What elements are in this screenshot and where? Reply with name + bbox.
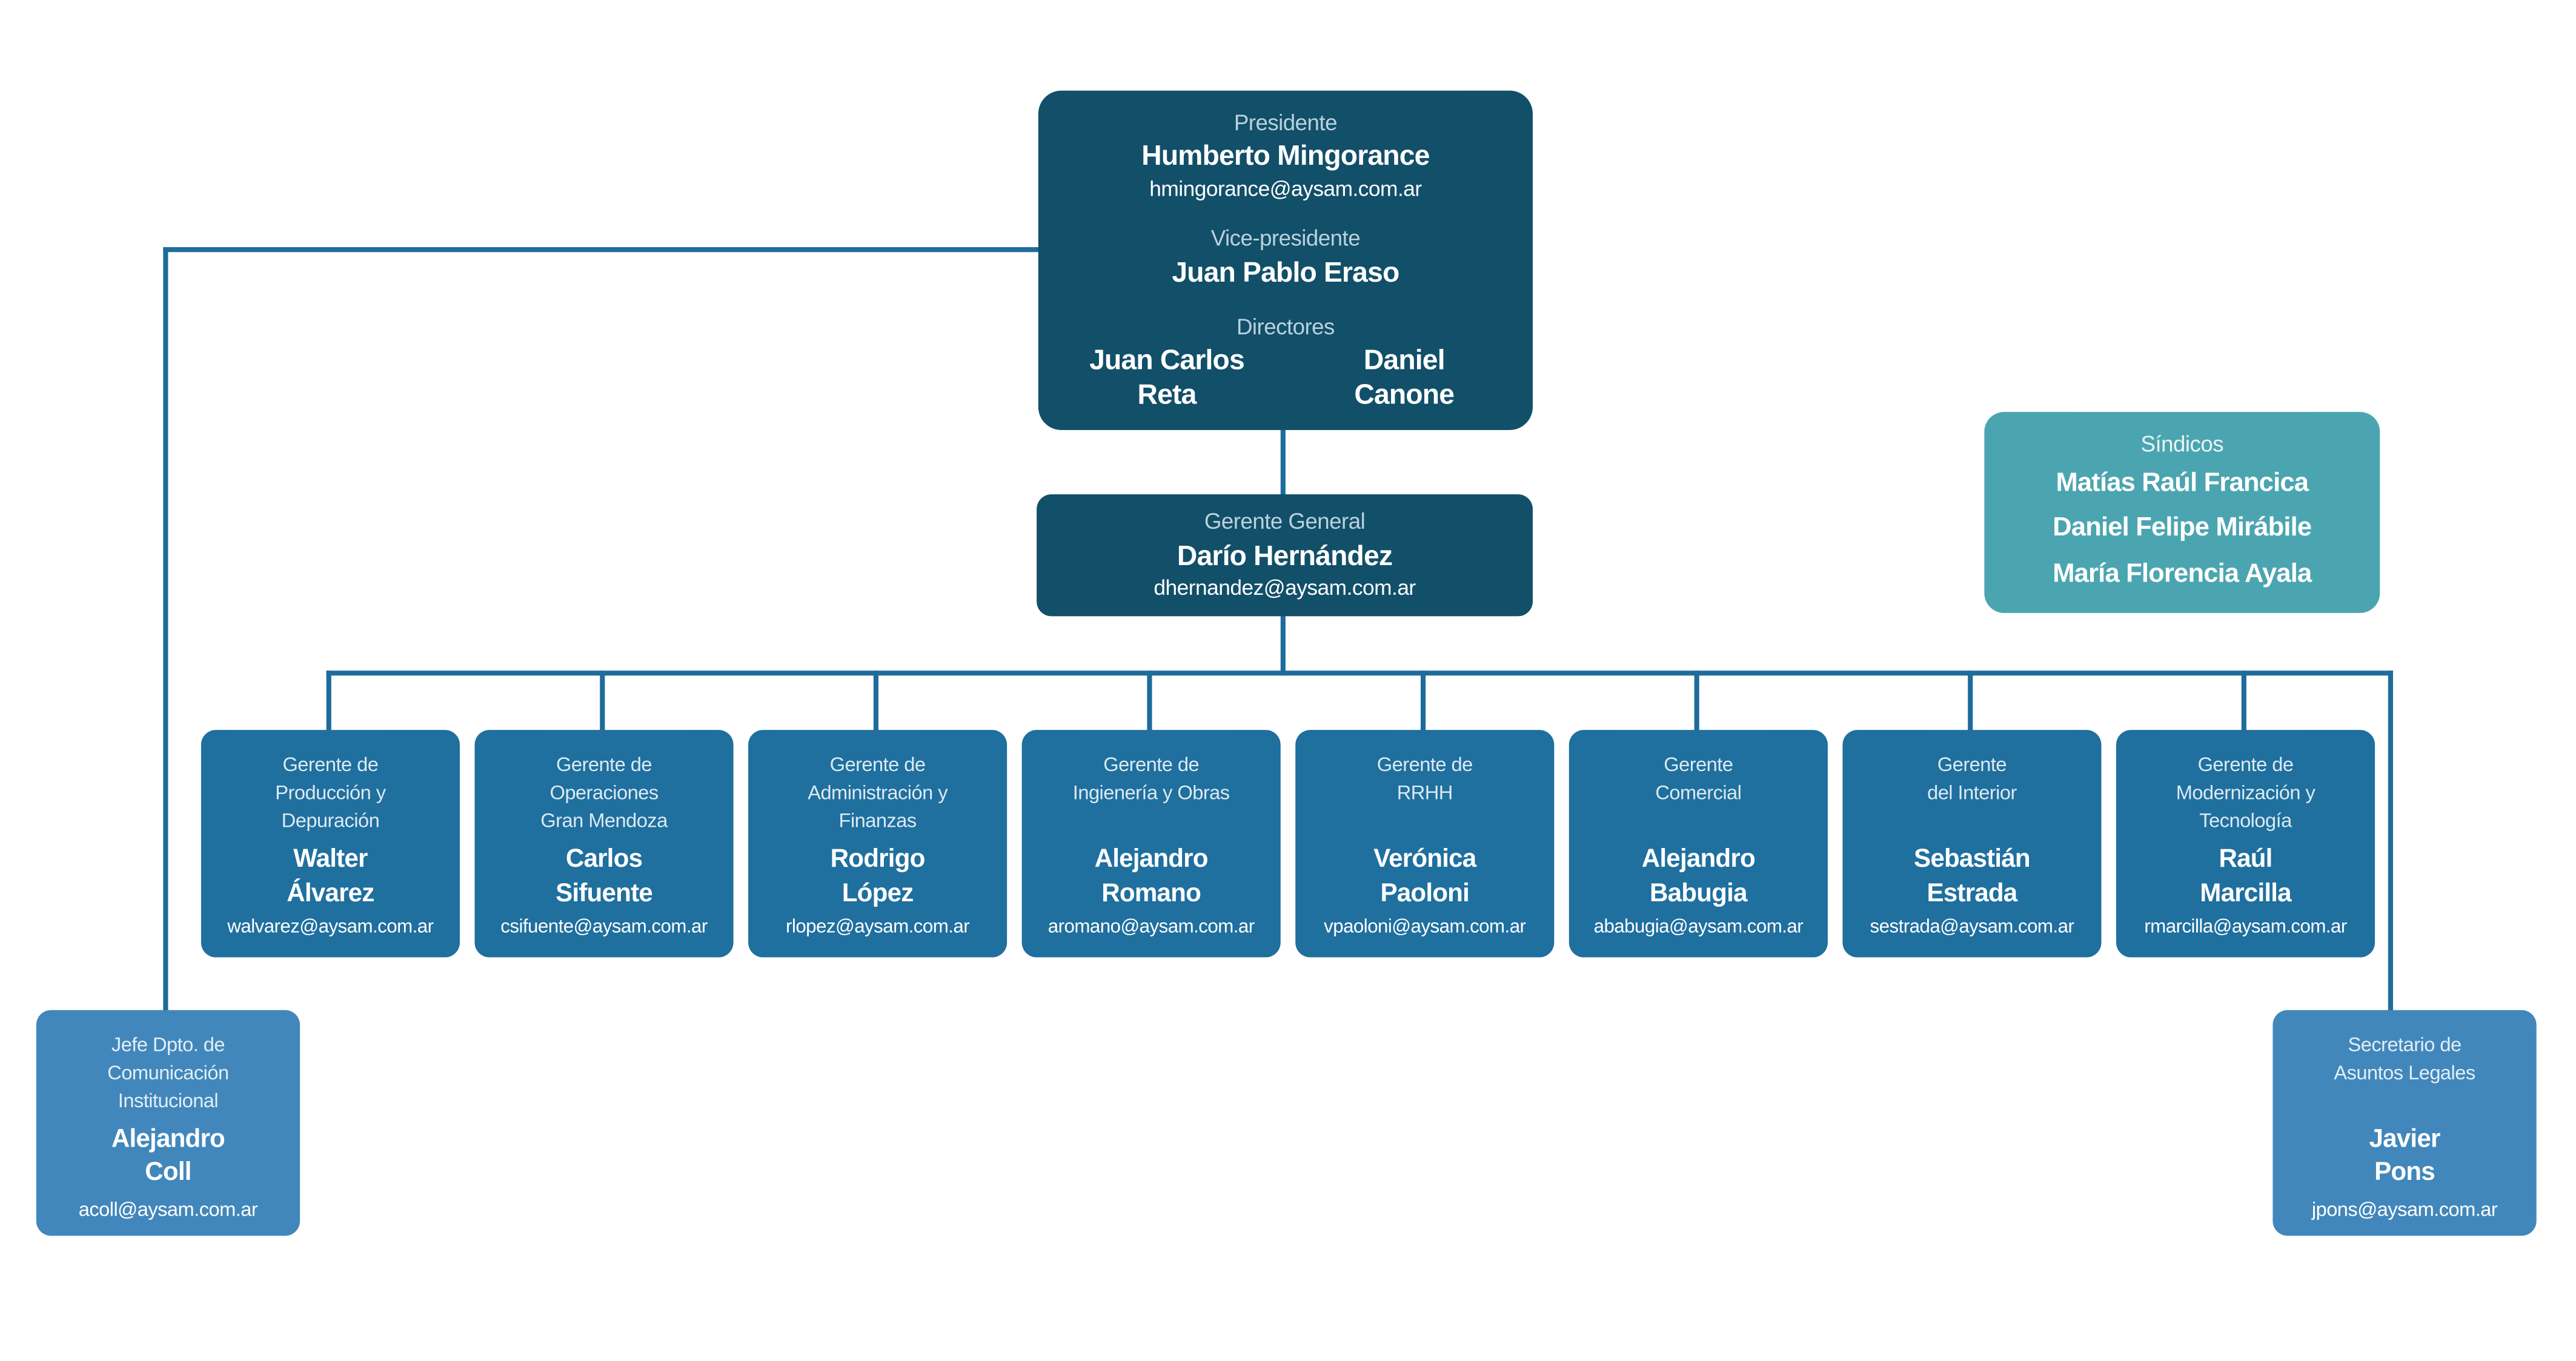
gerente-email: vpaoloni@aysam.com.ar xyxy=(1324,918,1526,938)
node-gerente-del-interior: Gerente del Interior Sebastián Estrada s… xyxy=(1842,730,2102,958)
gerente-general-role-label: Gerente General xyxy=(1204,509,1366,535)
connector-stub-1 xyxy=(326,671,331,735)
connector-directorio-to-gerente-general xyxy=(1280,426,1286,500)
vicepresidente-name: Juan Pablo Eraso xyxy=(1172,256,1399,288)
gerente-role-label: Gerente de Ingienería y Obras xyxy=(1072,753,1230,804)
gerente-name: Carlos Sifuente xyxy=(556,845,653,907)
sindicos-role-label: Síndicos xyxy=(2140,431,2224,456)
gerente-role-label: Gerente de RRHH xyxy=(1376,753,1473,804)
staff-name: Alejandro Coll xyxy=(111,1124,225,1187)
sindico-name: María Florencia Ayala xyxy=(2053,560,2312,588)
connector-trunk xyxy=(326,671,2394,676)
node-sindicos: Síndicos Matías Raúl Francica Daniel Fel… xyxy=(1984,412,2380,613)
node-gerente-administracion-finanzas: Gerente de Administración y Finanzas Rod… xyxy=(748,730,1007,958)
connector-stub-4 xyxy=(1147,671,1152,735)
presidente-role-label: Presidente xyxy=(1233,110,1338,134)
gerente-role-label: Gerente de Modernización y Tecnología xyxy=(2176,753,2315,832)
gerente-name: Alejandro Romano xyxy=(1094,845,1209,907)
gerente-role-label: Gerente Comercial xyxy=(1655,753,1742,804)
connector-stub-2 xyxy=(600,671,605,735)
vicepresidente-role-label: Vice-presidente xyxy=(1210,226,1361,251)
staff-role-label: Secretario de Asuntos Legales xyxy=(2334,1033,2475,1084)
director-name: Daniel Canone xyxy=(1354,344,1455,411)
gerente-email: csifuente@aysam.com.ar xyxy=(500,918,708,938)
presidente-name: Humberto Mingorance xyxy=(1141,139,1430,171)
node-gerente-general: Gerente General Darío Hernández dhernand… xyxy=(1037,494,1533,617)
node-gerente-produccion-depuracion: Gerente de Producción y Depuración Walte… xyxy=(201,730,460,958)
directores-names: Juan Carlos Reta Daniel Canone xyxy=(1048,343,1522,413)
gerente-email: rlopez@aysam.com.ar xyxy=(786,918,970,938)
connector-stub-7 xyxy=(1968,671,1973,735)
connector-trunk-to-pons xyxy=(2388,671,2394,1015)
sindico-name: Matías Raúl Francica xyxy=(2056,469,2309,498)
connector-gerente-general-to-trunk xyxy=(1280,612,1286,676)
gerente-role-label: Gerente de Operaciones Gran Mendoza xyxy=(540,753,668,832)
node-directorio: Presidente Humberto Mingorance hmingoran… xyxy=(1038,90,1533,431)
gerente-role-label: Gerente de Producción y Depuración xyxy=(275,753,386,832)
gerente-email: aromano@aysam.com.ar xyxy=(1047,918,1255,938)
gerente-name: Rodrigo López xyxy=(830,845,926,907)
node-gerente-rrhh: Gerente de RRHH Verónica Paoloni vpaolon… xyxy=(1295,730,1555,958)
gerente-role-label: Gerente de Administración y Finanzas xyxy=(808,753,948,832)
gerente-role-label: Gerente del Interior xyxy=(1927,753,2017,804)
gerente-email: walvarez@aysam.com.ar xyxy=(227,918,434,938)
gerente-name: Raúl Marcilla xyxy=(2200,845,2291,907)
gerente-name: Sebastián Estrada xyxy=(1914,845,2031,907)
staff-name: Javier Pons xyxy=(2369,1124,2441,1187)
staff-email: acoll@aysam.com.ar xyxy=(78,1197,258,1220)
directorio-directores-section: Directores Juan Carlos Reta Daniel Canon… xyxy=(1048,313,1522,412)
presidente-email: hmingorance@aysam.com.ar xyxy=(1149,176,1422,201)
directorio-presidente-section: Presidente Humberto Mingorance hmingoran… xyxy=(1048,108,1522,203)
gerente-name: Verónica Paoloni xyxy=(1373,845,1476,907)
node-jefe-comunicacion-institucional: Jefe Dpto. de Comunicación Institucional… xyxy=(36,1010,300,1236)
gerente-email: sestrada@aysam.com.ar xyxy=(1870,918,2074,938)
node-gerente-comercial: Gerente Comercial Alejandro Babugia abab… xyxy=(1569,730,1828,958)
node-gerente-ingenieria-obras: Gerente de Ingienería y Obras Alejandro … xyxy=(1021,730,1281,958)
connector-stub-6 xyxy=(1694,671,1699,735)
directorio-vicepresidente-section: Vice-presidente Juan Pablo Eraso xyxy=(1048,225,1522,291)
directores-role-label: Directores xyxy=(1236,314,1335,339)
gerente-name: Alejandro Babugia xyxy=(1641,845,1756,907)
gerente-general-name: Darío Hernández xyxy=(1177,540,1393,571)
staff-email: jpons@aysam.com.ar xyxy=(2311,1197,2498,1220)
node-gerente-operaciones-gran-mendoza: Gerente de Operaciones Gran Mendoza Carl… xyxy=(474,730,734,958)
connector-stub-3 xyxy=(873,671,878,735)
connector-stub-5 xyxy=(1420,671,1426,735)
connector-left-vertical-to-coll xyxy=(163,247,168,1015)
gerente-general-email: dhernandez@aysam.com.ar xyxy=(1154,574,1416,600)
director-name: Juan Carlos Reta xyxy=(1089,344,1245,411)
connector-directorio-left-horizontal xyxy=(163,247,1044,253)
node-gerente-modernizacion-tecnologia: Gerente de Modernización y Tecnología Ra… xyxy=(2116,730,2375,958)
sindico-name: Daniel Felipe Mirábile xyxy=(2053,514,2312,543)
gerente-email: rmarcilla@aysam.com.ar xyxy=(2144,918,2347,938)
staff-role-label: Jefe Dpto. de Comunicación Institucional xyxy=(107,1033,229,1112)
node-secretario-asuntos-legales: Secretario de Asuntos Legales Javier Pon… xyxy=(2272,1010,2537,1236)
gerente-name: Walter Álvarez xyxy=(287,845,374,907)
connector-stub-8 xyxy=(2241,671,2246,735)
gerente-email: ababugia@aysam.com.ar xyxy=(1593,918,1804,938)
